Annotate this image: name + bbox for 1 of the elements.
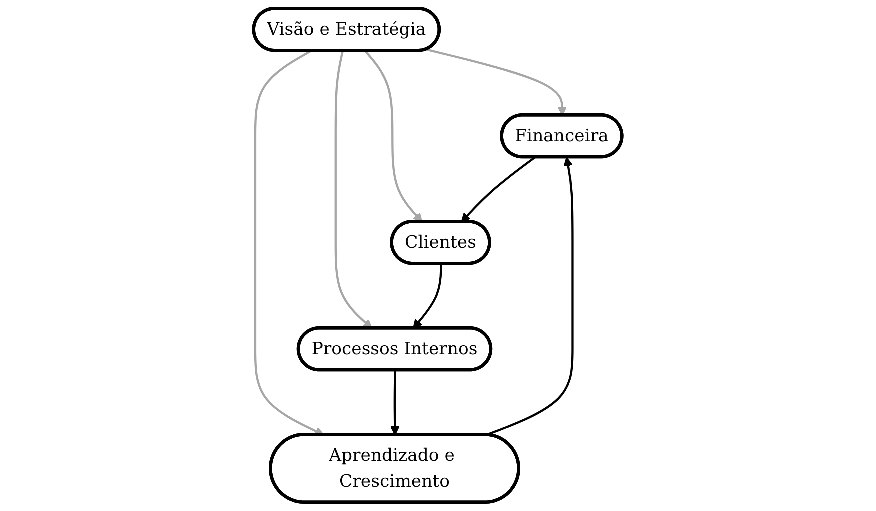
arrow: [254, 50, 324, 436]
